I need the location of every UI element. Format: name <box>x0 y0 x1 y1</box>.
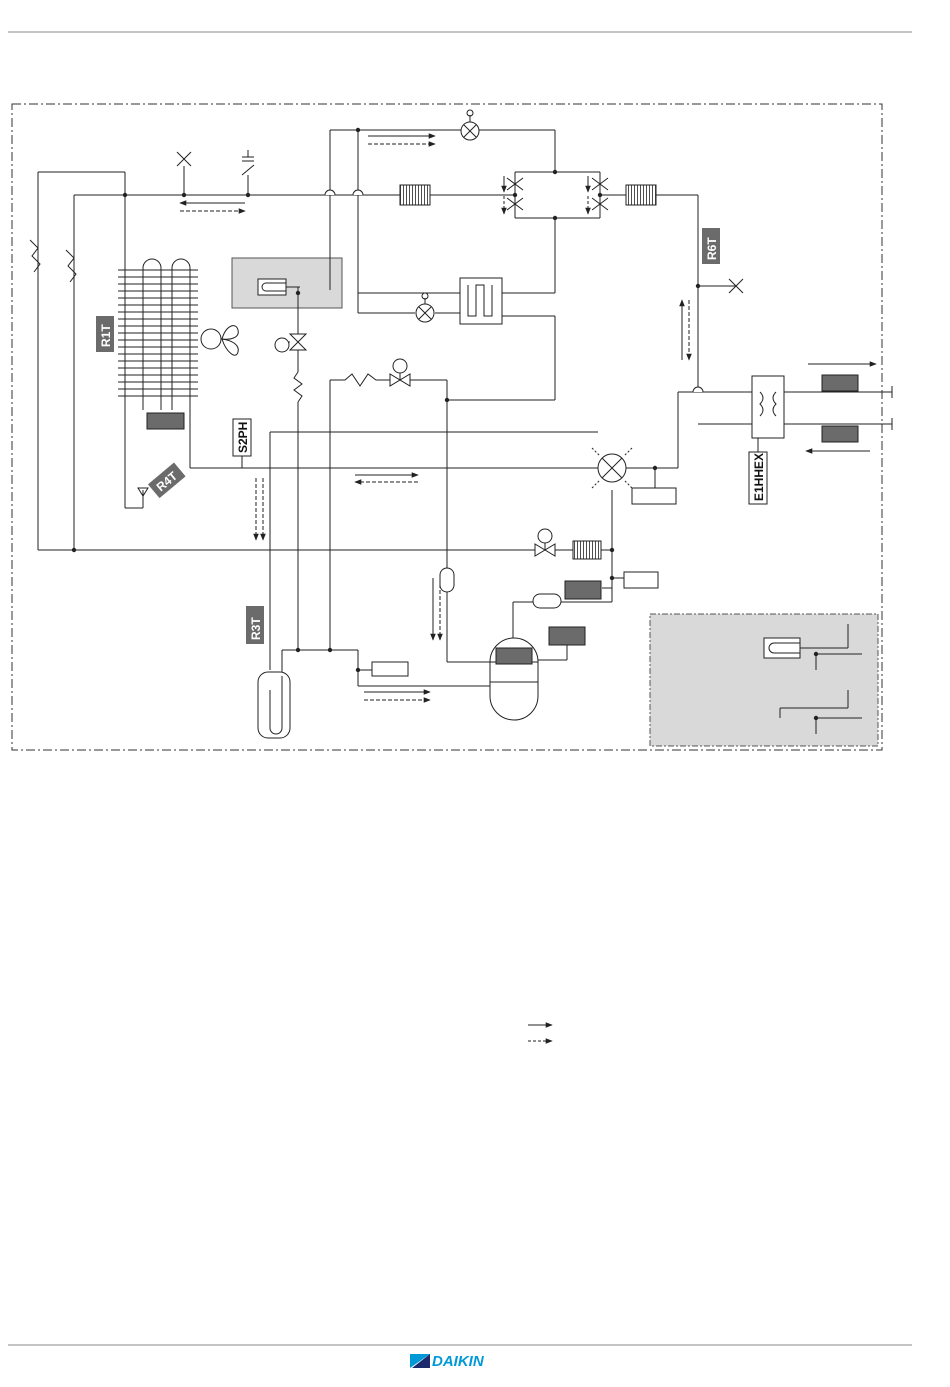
indoor-heat-exchanger <box>752 376 784 438</box>
shaded-heat-exchanger-box <box>232 258 342 308</box>
shaded-legend-box <box>650 614 878 746</box>
compressor <box>490 638 538 720</box>
solenoid-valve <box>275 334 306 352</box>
outdoor-coil <box>118 259 198 410</box>
daikin-logo: DAIKIN <box>410 1353 485 1370</box>
accumulator <box>440 568 454 592</box>
sensor-r3t-label: R3T <box>249 617 263 640</box>
pressure-switch-s2ph-label: S2PH <box>236 422 250 453</box>
receiver <box>258 672 290 738</box>
coil-dark-block <box>147 413 184 429</box>
daikin-logo-text: DAIKIN <box>432 1353 485 1370</box>
expansion-valve-mid <box>416 293 434 322</box>
fan-icon <box>201 326 238 356</box>
sensor-r1t-label: R1T <box>99 324 113 347</box>
heater-e1hhex-label: E1HHEX <box>752 453 766 501</box>
sensor-r6t-label: R6T <box>705 237 719 260</box>
expansion-valve-top <box>461 110 479 140</box>
